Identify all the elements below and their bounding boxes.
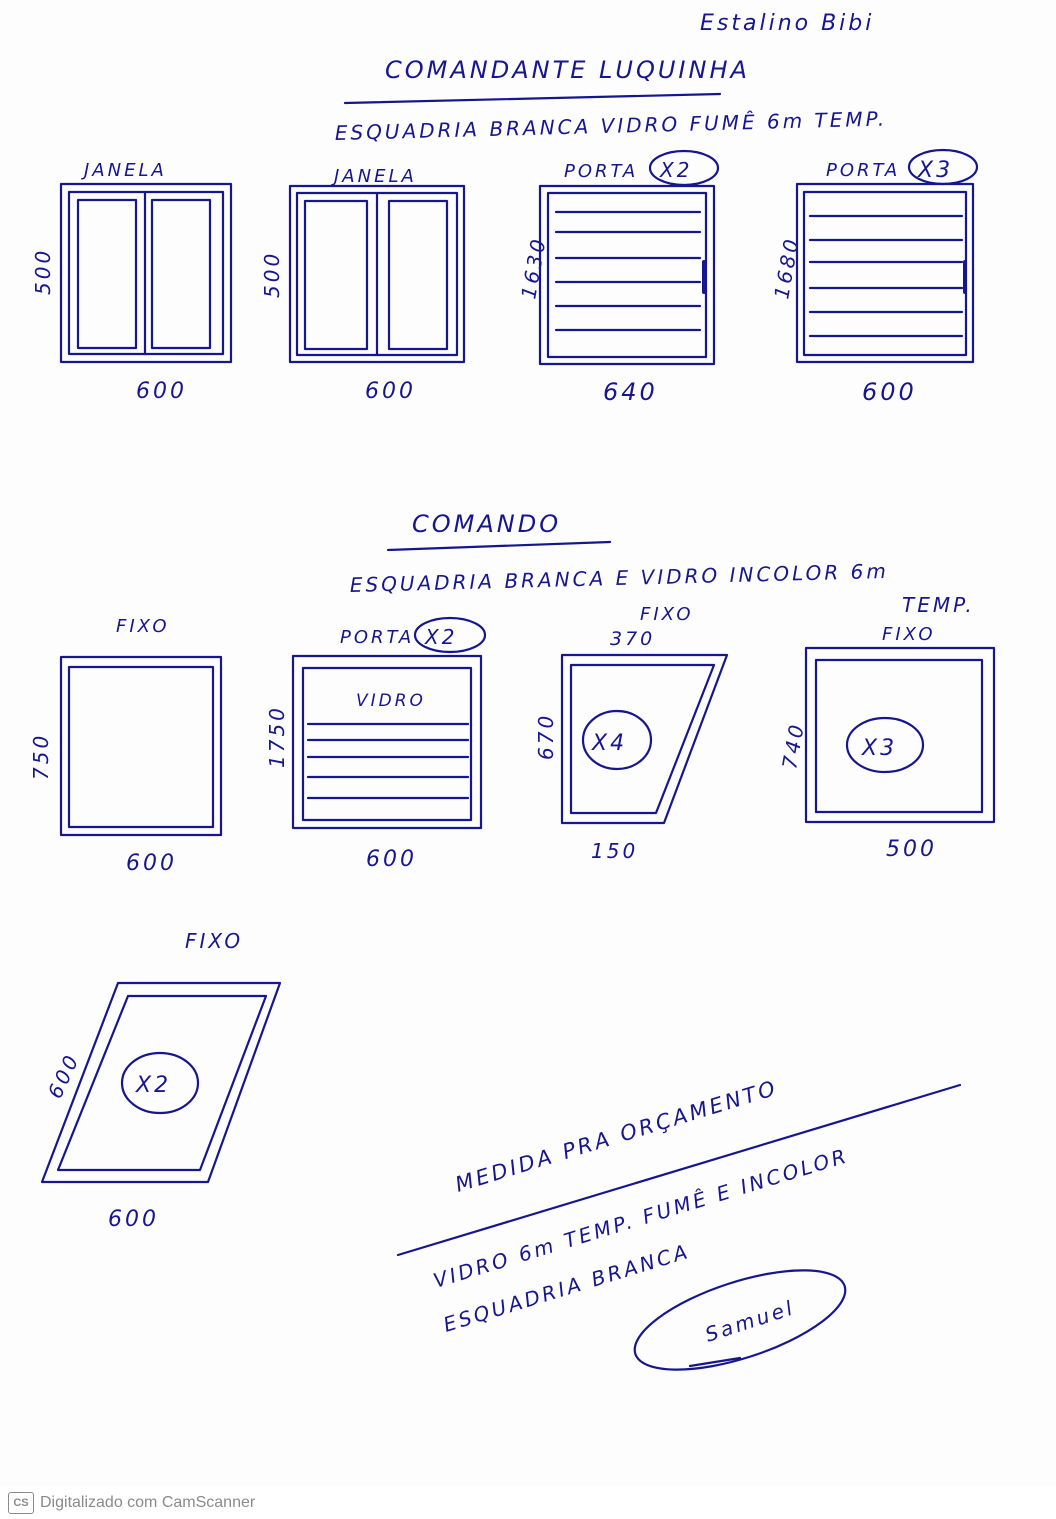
door-3-width: 600 <box>366 847 417 872</box>
footer-text: Digitalizado com CamScanner <box>40 1493 256 1511</box>
qty-circle-x3-b <box>845 716 925 774</box>
camscanner-footer: CS Digitalizado com CamScanner <box>0 1486 1056 1519</box>
qty-circle-par-x2 <box>120 1051 200 1115</box>
section2-spec-cont: TEMP. <box>902 593 975 617</box>
fixed-square-height: 740 <box>777 720 809 771</box>
notes-line-3: ESQUADRIA BRANCA <box>440 1239 692 1337</box>
section2-spec: ESQUADRIA BRANCA E VIDRO INCOLOR 6m <box>350 559 890 597</box>
window-2-width: 600 <box>365 379 416 404</box>
qty-circle-x4 <box>581 709 653 771</box>
fixed-square-drawing <box>804 646 996 824</box>
door-3-inner-label: VIDRO <box>356 691 426 711</box>
header-spec: ESQUADRIA BRANCA VIDRO FUMÊ 6m TEMP. <box>335 107 888 145</box>
fixed-square-qty: X3 <box>861 736 897 761</box>
signature-tail <box>688 1356 742 1368</box>
section2-title: COMANDO <box>412 510 561 538</box>
door-1-drawing <box>538 184 716 366</box>
notes-line <box>396 1083 962 1257</box>
door-1-qty: X2 <box>659 158 692 182</box>
door-2-label: PORTA <box>826 160 900 181</box>
window-1-label: JANELA <box>81 160 167 181</box>
fixed-par-qty: X2 <box>135 1073 171 1098</box>
qty-circle-x3 <box>907 148 979 186</box>
fixed-par-height: 600 <box>43 1049 85 1102</box>
window-1-drawing <box>59 182 233 364</box>
door-2-height: 1680 <box>769 235 804 301</box>
fixed-trap-qty: X4 <box>591 731 627 756</box>
window-2-height: 500 <box>260 251 284 298</box>
scanned-page: Estalino Bibi COMANDANTE LUQUINHA ESQUAD… <box>29 11 996 1371</box>
door-2-qty: X3 <box>917 158 953 183</box>
door-3-height: 1750 <box>265 705 289 768</box>
signature-top: Estalino Bibi <box>700 11 874 36</box>
fixed-par-width: 600 <box>108 1207 159 1232</box>
fixed-1-width: 600 <box>126 851 177 876</box>
window-2-label: JANELA <box>331 166 417 187</box>
door-1-height: 1630 <box>516 235 551 301</box>
door-2-width: 600 <box>862 378 917 406</box>
door-3-drawing <box>291 654 483 830</box>
page-title: COMANDANTE LUQUINHA <box>385 56 750 84</box>
fixed-trap-width: 150 <box>591 839 638 863</box>
fixed-trap-top: 370 <box>610 628 655 650</box>
fixed-par-label: FIXO <box>185 929 243 953</box>
fixed-1-label: FIXO <box>116 616 170 637</box>
door-3-label: PORTA <box>340 627 414 648</box>
door-2-drawing <box>795 182 975 364</box>
fixed-1-height: 750 <box>29 733 53 780</box>
signature-oval <box>633 1269 847 1371</box>
window-2-drawing <box>288 184 466 364</box>
fixed-trap-height: 670 <box>534 713 558 760</box>
signature-bottom: Samuel <box>702 1295 798 1347</box>
fixed-parallelogram-drawing <box>40 981 282 1184</box>
fixed-square-label: FIXO <box>882 624 936 645</box>
qty-circle-door-x2 <box>413 616 487 654</box>
fixed-trapezoid-drawing <box>560 653 729 825</box>
window-1-width: 600 <box>136 379 187 404</box>
drawing-sheet: Estalino Bibi COMANDANTE LUQUINHA ESQUAD… <box>29 11 996 1371</box>
fixed-1-drawing <box>59 655 223 837</box>
section2-underline <box>386 540 612 552</box>
door-3-qty: X2 <box>424 625 457 649</box>
qty-circle-x2 <box>648 149 720 187</box>
door-1-width: 640 <box>603 378 658 406</box>
window-1-height: 500 <box>31 248 55 295</box>
camscanner-logo-icon: CS <box>8 1491 34 1514</box>
fixed-square-width: 500 <box>886 837 937 862</box>
title-underline <box>343 92 722 105</box>
fixed-trap-label: FIXO <box>640 604 694 625</box>
door-1-label: PORTA <box>564 161 638 182</box>
